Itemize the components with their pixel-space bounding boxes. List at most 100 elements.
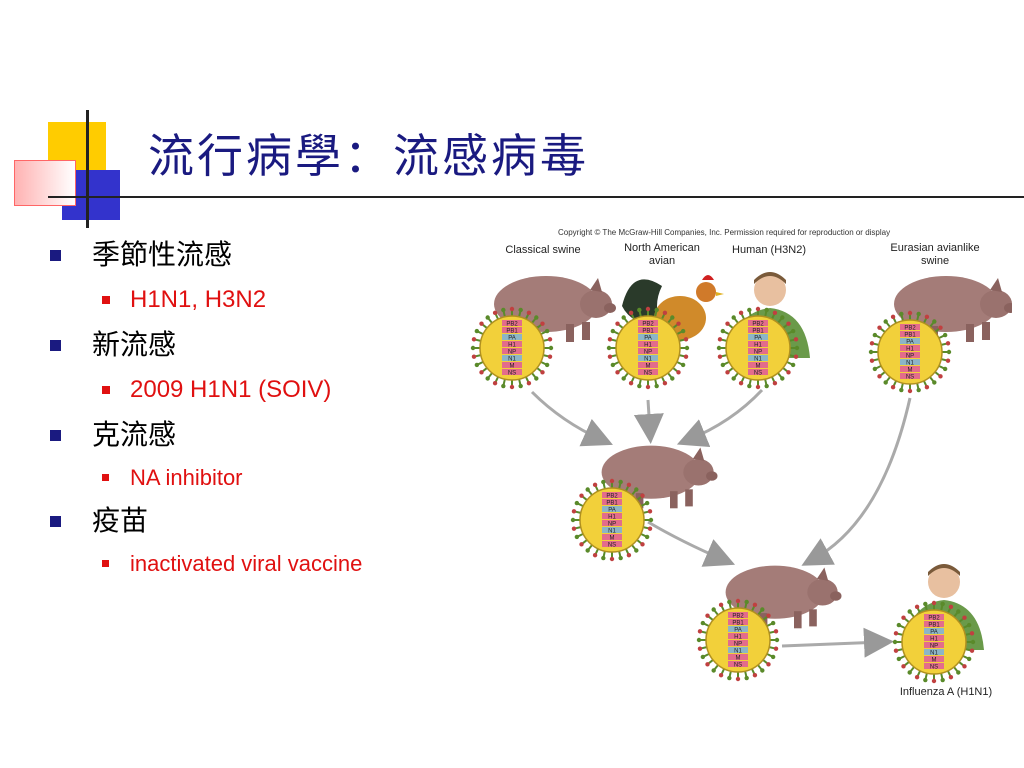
segment-bar (900, 352, 920, 358)
segment-bar (924, 656, 944, 662)
segment-label: NP (734, 642, 742, 648)
segment-bar (924, 628, 944, 634)
segment-bar (602, 527, 622, 533)
sub-bullet-na-inhibitor: NA inhibitor (46, 458, 466, 498)
segment-label: NP (930, 644, 938, 650)
segment-bar (728, 640, 748, 646)
segment-label: PB1 (642, 329, 654, 335)
segment-label: PA (644, 336, 652, 342)
segment-bar (900, 331, 920, 337)
segment-bar (502, 355, 522, 361)
segment-bar (924, 649, 944, 655)
sub-bullet-2009-h1n1: 2009 H1N1 (SOIV) (46, 368, 466, 412)
arrow-classical-to-mix (530, 390, 613, 447)
segment-label: N1 (754, 357, 762, 363)
segment-bar (748, 320, 768, 326)
segment-bar (728, 633, 748, 639)
segment-label: H1 (754, 343, 762, 349)
label-north-american-avian-2: avian (648, 255, 676, 267)
label-human-h3n2: Human (H3N2) (732, 244, 806, 256)
figure-copyright: Copyright © The McGraw-Hill Companies, I… (558, 228, 891, 237)
segment-bar (924, 663, 944, 669)
arrow-eurasian-to-swine2 (801, 397, 912, 566)
segment-label: NP (754, 350, 762, 356)
segment-label: PA (754, 336, 762, 342)
segment-label: PB2 (732, 614, 744, 620)
label-result-h1n1: Influenza A (H1N1) (899, 686, 993, 698)
segment-label: N1 (644, 357, 652, 363)
segment-label: PB1 (904, 333, 916, 339)
bullet-seasonal-flu: 季節性流感 (46, 232, 466, 278)
segment-label: NS (608, 543, 616, 549)
segment-bar (638, 348, 658, 354)
segment-label: M (510, 364, 515, 370)
segment-label: NP (508, 350, 516, 356)
segment-bar (900, 338, 920, 344)
segment-label: N1 (734, 649, 742, 655)
segment-label: PA (906, 340, 914, 346)
segment-bar (748, 334, 768, 340)
segment-bar (602, 520, 622, 526)
segment-label: PB2 (904, 326, 916, 332)
segment-label: NP (644, 350, 652, 356)
segment-bar (502, 348, 522, 354)
sub-bullet-h1n1-h3n2: H1N1, H3N2 (46, 278, 466, 322)
segment-bar (638, 355, 658, 361)
segment-label: H1 (734, 635, 742, 641)
segment-label: PB1 (928, 623, 940, 629)
segment-bar (924, 614, 944, 620)
segment-label: NS (930, 665, 938, 671)
segment-label: PB2 (642, 322, 654, 328)
segment-bar (748, 362, 768, 368)
sub-bullet-inactivated-vaccine: inactivated viral vaccine (46, 544, 466, 584)
arrow-to-result (781, 627, 894, 658)
segment-bar (502, 320, 522, 326)
title-underline (48, 196, 1024, 198)
segment-label: PA (930, 630, 938, 636)
decor-pink-square (14, 160, 76, 206)
slide-title: 流行病學：流感病毒 (148, 129, 589, 183)
segment-bar (502, 334, 522, 340)
segment-label: NS (508, 371, 516, 377)
segment-bar (748, 369, 768, 375)
segment-bar (638, 341, 658, 347)
segment-bar (602, 513, 622, 519)
segment-label: PA (734, 628, 742, 634)
figure-illustration: PB2PB1PAH1NPN1MNSPB2PB1PAH1NPN1MNSPB2PB1… (470, 272, 1012, 684)
segment-bar (900, 345, 920, 351)
segment-bar (502, 327, 522, 333)
segment-bar (502, 362, 522, 368)
label-north-american-avian-1: North American (624, 242, 700, 254)
pig-mixing-vessel (601, 445, 718, 509)
segment-label: M (908, 368, 913, 374)
segment-label: NP (608, 522, 616, 528)
segment-bar (638, 334, 658, 340)
bullet-tamiflu: 克流感 (46, 412, 466, 458)
segment-bar (900, 324, 920, 330)
segment-label: H1 (644, 343, 652, 349)
segment-bar (602, 506, 622, 512)
segment-label: PB2 (506, 322, 518, 328)
segment-label: PB1 (732, 621, 744, 627)
segment-label: M (756, 364, 761, 370)
segment-label: M (646, 364, 651, 370)
segment-bar (748, 355, 768, 361)
segment-bar (728, 661, 748, 667)
segment-bar (602, 541, 622, 547)
arrow-human-to-mix (676, 388, 764, 448)
segment-bar (900, 359, 920, 365)
bullet-list: 季節性流感 H1N1, H3N2 新流感 2009 H1N1 (SOIV) 克流… (46, 232, 466, 584)
segment-label: N1 (930, 651, 938, 657)
segment-bar (728, 626, 748, 632)
label-eurasian-2: swine (920, 255, 950, 267)
segment-bar (748, 348, 768, 354)
segment-bar (924, 642, 944, 648)
segment-label: NS (644, 371, 652, 377)
segment-bar (638, 362, 658, 368)
